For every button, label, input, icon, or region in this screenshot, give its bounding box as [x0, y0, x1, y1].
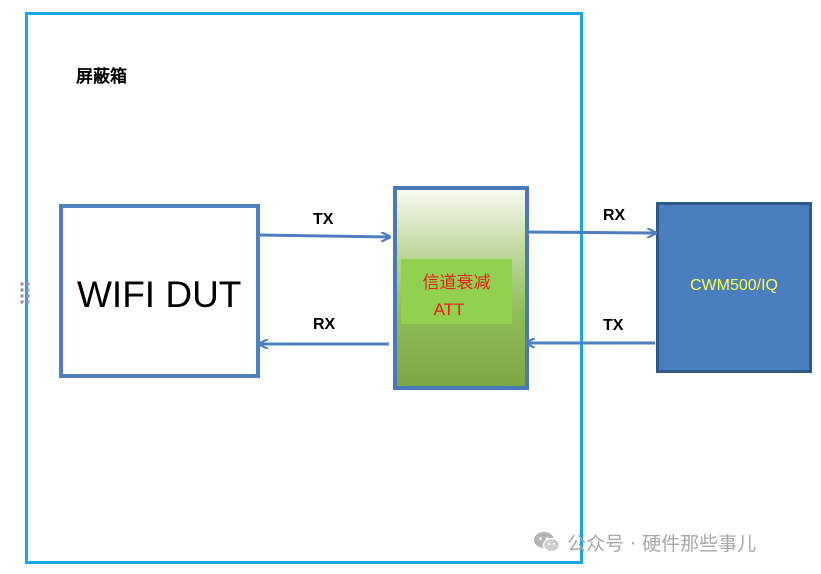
arrow-dut-to-att [257, 235, 389, 237]
attenuator-label-panel [401, 259, 512, 324]
wechat-icon [534, 532, 561, 553]
shielding-box-label: 屏蔽箱 [76, 67, 127, 87]
wifi-dut-label: WIFI DUT [77, 274, 242, 315]
shielding-box [25, 12, 583, 564]
attenuator-code: ATT [433, 300, 465, 319]
wifi-dut-box [59, 204, 260, 378]
link-label-instrument-rx: RX [603, 207, 626, 224]
drag-handle-icon[interactable] [19, 281, 31, 305]
arrow-att-to-instrument [524, 232, 655, 233]
link-label-dut-rx: RX [313, 316, 336, 333]
instrument-label: CWM500/IQ [689, 277, 778, 294]
attenuator-name: 信道衰减 [422, 273, 491, 293]
link-label-dut-tx: TX [313, 211, 334, 228]
watermark: 公众号 · 硬件那些事儿 [533, 529, 756, 555]
link-label-instrument-tx: TX [603, 317, 624, 334]
watermark-text: 公众号 · 硬件那些事儿 [567, 532, 757, 555]
instrument-box [656, 202, 812, 373]
